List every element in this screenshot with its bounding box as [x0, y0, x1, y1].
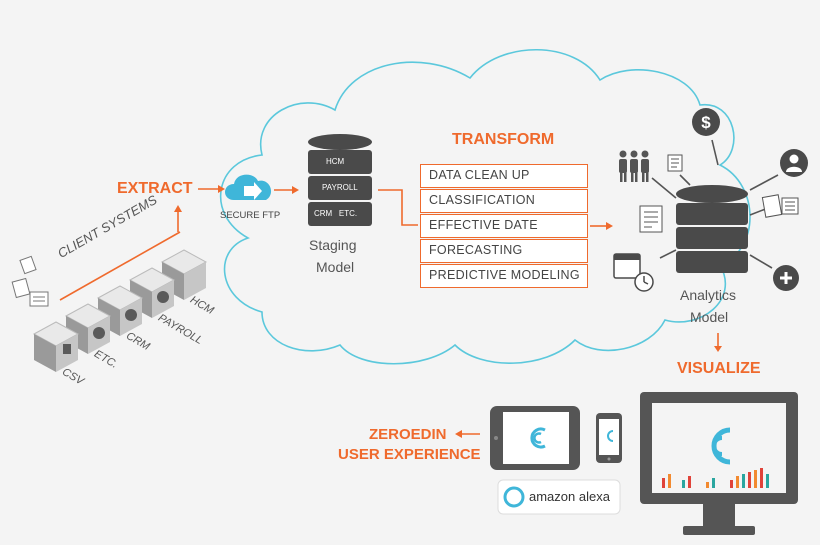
transform-step-forecasting: FORECASTING — [420, 239, 588, 263]
staging-database-icon — [308, 134, 372, 226]
monitor-device-icon — [640, 392, 798, 535]
people-icon — [619, 150, 649, 182]
svg-text:$: $ — [701, 113, 711, 132]
staging-db-row-payroll: PAYROLL — [322, 183, 358, 192]
document-stack-icon — [761, 194, 799, 218]
analytics-label-line1: Analytics — [680, 287, 737, 303]
zeroedin-logo-icon — [711, 427, 731, 465]
transform-step-data-clean-up: DATA CLEAN UP — [420, 164, 588, 188]
user-experience-line2: USER EXPERIENCE — [338, 446, 481, 463]
staging-label-line1: Staging — [309, 237, 357, 253]
staging-db-row-crm: CRM ETC. — [314, 209, 358, 218]
staging-label-line2: Model — [316, 259, 355, 275]
analytics-database-icon — [676, 185, 748, 273]
transform-step-classification: CLASSIFICATION — [420, 189, 588, 213]
document-icon — [667, 154, 683, 172]
amazon-alexa-badge — [497, 479, 621, 515]
person-icon — [780, 149, 808, 177]
client-systems-blocks — [11, 249, 208, 372]
zeroedin-logo-icon — [530, 427, 546, 449]
dollar-icon: $ — [692, 108, 720, 136]
extract-label: EXTRACT — [117, 180, 193, 197]
user-experience-line1: ZEROEDIN — [369, 426, 447, 443]
phone-device-icon — [596, 413, 622, 463]
transform-step-effective-date: EFFECTIVE DATE — [420, 214, 588, 238]
cloud-upload-icon — [225, 174, 272, 200]
secure-ftp-label: SECURE FTP — [220, 210, 281, 221]
transform-title: TRANSFORM — [452, 131, 555, 148]
visualize-label: VISUALIZE — [677, 360, 761, 377]
calendar-clock-icon — [613, 253, 654, 292]
cloud-outline — [219, 48, 751, 365]
plus-icon — [773, 265, 799, 291]
tablet-device-icon — [490, 406, 580, 470]
alexa-label: amazon alexa — [529, 489, 610, 504]
report-document-icon — [639, 205, 663, 233]
analytics-label-line2: Model — [690, 309, 729, 325]
alexa-ring-icon — [503, 486, 525, 508]
transform-step-predictive-modeling: PREDICTIVE MODELING — [420, 264, 588, 288]
staging-db-row-hcm: HCM — [326, 157, 345, 166]
